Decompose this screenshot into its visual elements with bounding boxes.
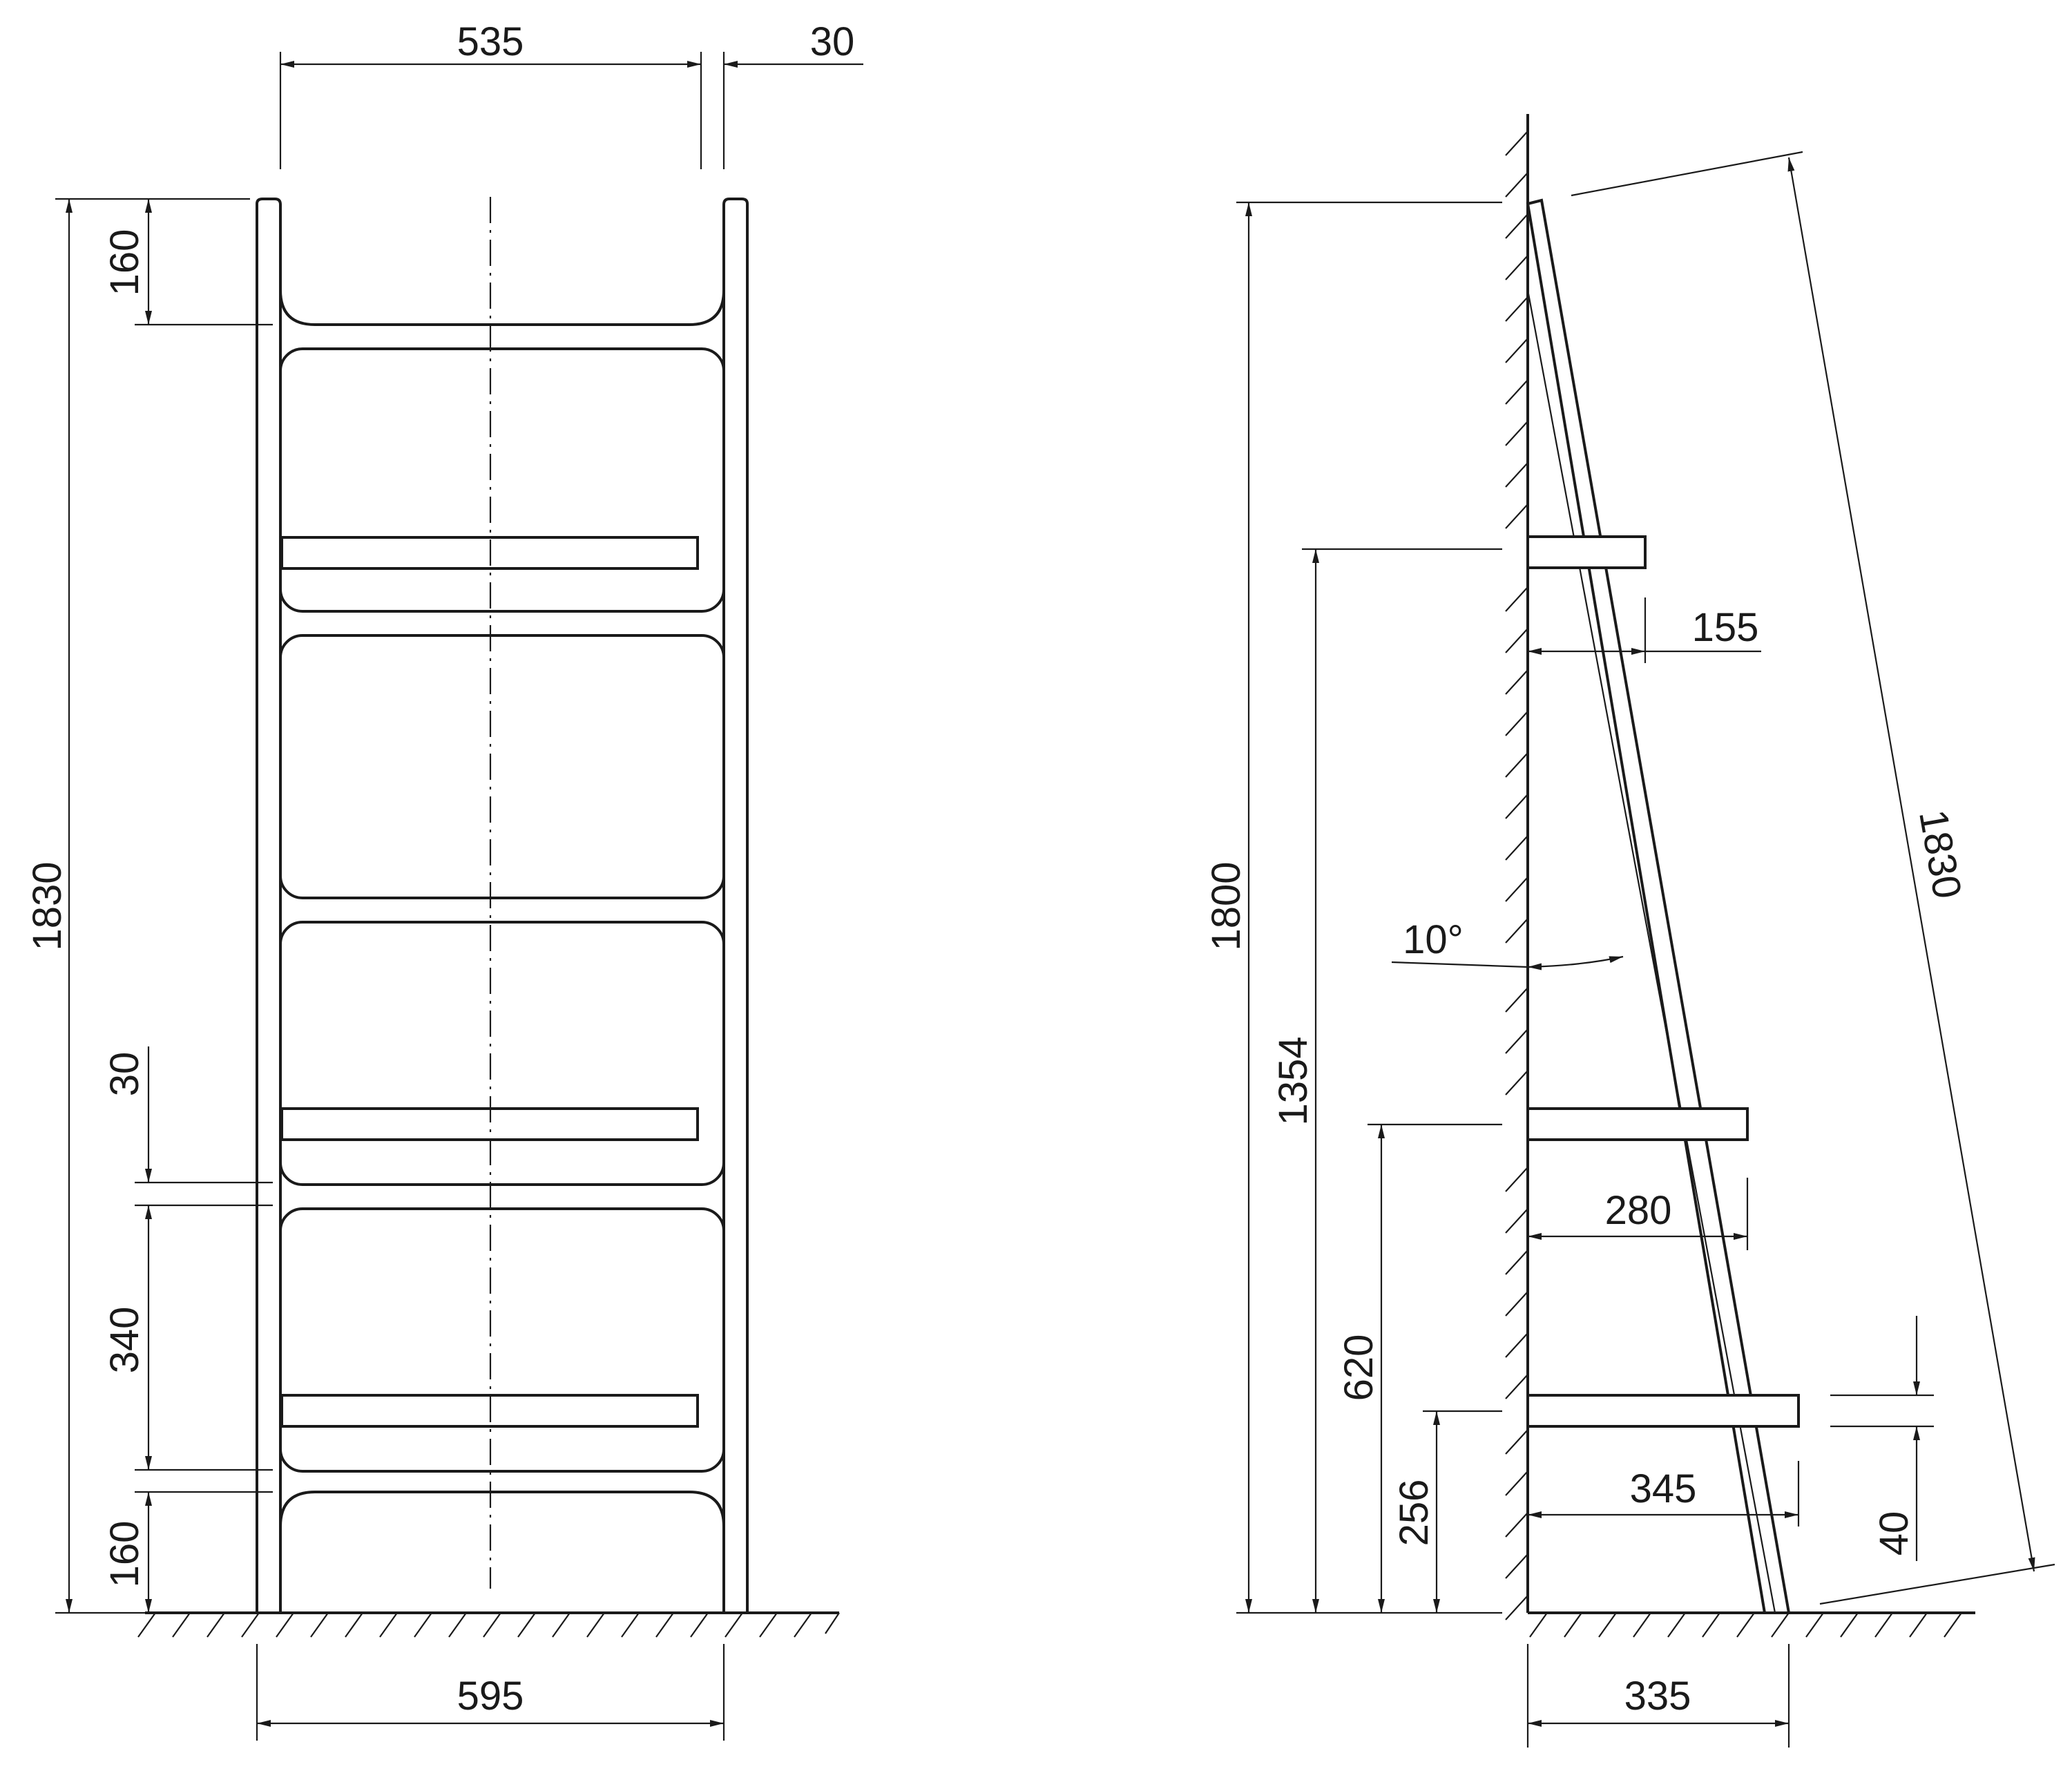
front-top-rung <box>279 289 725 326</box>
ext-line <box>1819 1563 2055 1605</box>
dim-total-height: 1830 <box>25 861 70 950</box>
front-view: 535 30 1830 160 30 340 160 595 <box>25 19 863 1741</box>
dim-base-depth: 335 <box>1624 1674 1691 1719</box>
dim-top-shelf-depth: 155 <box>1692 605 1759 650</box>
angle-leader <box>1391 961 1528 968</box>
dim-side-height: 1800 <box>1204 861 1249 950</box>
side-shelf-top <box>1526 535 1647 569</box>
side-ground-hatch <box>1529 1612 1962 1638</box>
dim-bottom-offset: 160 <box>102 1521 147 1588</box>
dim-middle-shelf-depth: 280 <box>1605 1188 1672 1233</box>
wall-hatch <box>1505 131 1528 1620</box>
dim-shelf-thickness: 30 <box>102 1052 147 1097</box>
front-opening-4 <box>279 1207 725 1473</box>
dim-line-1830-slanted <box>1787 157 2035 1572</box>
side-rail-inner-line <box>1526 289 1776 1614</box>
side-shelf-bottom <box>1526 1394 1800 1428</box>
dim-middle-shelf-height: 620 <box>1336 1334 1381 1401</box>
front-ladder-rails <box>256 198 749 1613</box>
dim-top-shelf-height: 1354 <box>1271 1036 1316 1125</box>
ext-line <box>1571 151 1803 197</box>
front-bottom-rung <box>279 1491 725 1613</box>
dim-bottom-shelf-height: 256 <box>1392 1480 1437 1547</box>
dim-inner-width: 535 <box>457 19 524 64</box>
side-view: 1800 1354 620 256 155 10° 280 345 <box>1204 114 2055 1748</box>
front-opening-2 <box>279 634 725 899</box>
dim-rail-length: 1830 <box>1910 806 1970 901</box>
dim-shelf-spacing: 340 <box>102 1307 147 1374</box>
dim-rail-width: 30 <box>810 19 855 64</box>
front-opening-3 <box>279 921 725 1186</box>
angle-arc <box>1527 955 1624 970</box>
front-ground-hatch <box>137 1612 840 1638</box>
dim-lean-angle: 10° <box>1403 917 1464 962</box>
dim-bottom-shelf-depth: 345 <box>1630 1466 1697 1511</box>
dim-top-offset: 160 <box>102 229 147 296</box>
front-opening-1 <box>279 347 725 613</box>
side-shelf-middle <box>1526 1107 1749 1141</box>
dim-total-width: 595 <box>457 1674 524 1719</box>
dim-side-shelf-thickness: 40 <box>1872 1511 1917 1556</box>
